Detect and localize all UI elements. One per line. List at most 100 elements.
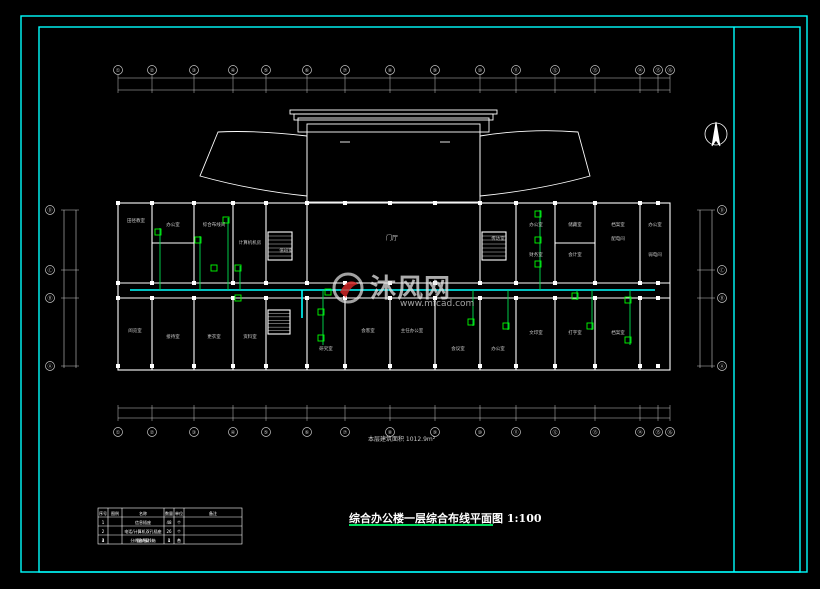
- axis-bubble-bottom: ⑧: [385, 427, 395, 437]
- room-label-upper: 办公室: [648, 221, 662, 228]
- info-outlet: [154, 228, 162, 236]
- axis-bubble-top: ⑥: [302, 65, 312, 75]
- room-label-upper: 传达室: [491, 235, 505, 242]
- column: [433, 281, 437, 285]
- room-label-upper: 综合布线间: [203, 221, 226, 228]
- info-outlet: [324, 288, 332, 296]
- svg-text:Ⓒ: Ⓒ: [47, 267, 52, 274]
- watermark-logo-icon: [332, 272, 364, 304]
- legend-cell: 台: [177, 537, 181, 543]
- drawing-frame: [20, 15, 808, 573]
- column: [231, 201, 235, 205]
- svg-text:Ⓑ: Ⓑ: [47, 295, 52, 302]
- floor-area-note: 本层建筑面积 1012.9m²: [368, 436, 436, 443]
- column: [478, 201, 482, 205]
- svg-text:⑮: ⑮: [655, 67, 660, 74]
- legend-cell: 个: [177, 538, 181, 543]
- svg-text:⑥: ⑥: [305, 430, 310, 436]
- legend-cell: 4: [168, 538, 171, 543]
- room-label-lower: 资料室: [243, 333, 257, 340]
- axis-bubble-left: Ⓑ: [45, 293, 55, 303]
- info-outlet: [194, 236, 202, 244]
- axis-bubble-top: ⑩: [475, 65, 485, 75]
- info-outlet: [586, 322, 594, 330]
- column: [388, 296, 392, 300]
- svg-text:⑫: ⑫: [552, 429, 557, 436]
- room-label-lower: 会议室: [451, 345, 465, 352]
- svg-text:⑨: ⑨: [433, 68, 437, 74]
- svg-text:⑯: ⑯: [667, 67, 672, 74]
- building-walls: [117, 202, 671, 371]
- legend-header: 数量: [165, 510, 173, 516]
- column: [593, 296, 597, 300]
- axis-bubble-bottom: ⑦: [340, 427, 350, 437]
- info-outlet: [624, 296, 632, 304]
- info-outlet: [210, 264, 218, 272]
- room-label-upper: 档案室: [611, 221, 625, 228]
- room-label-upper: 储藏室: [568, 221, 582, 228]
- column: [231, 296, 235, 300]
- column: [593, 281, 597, 285]
- structural-columns: [116, 201, 660, 368]
- room-label-upper: 办公室: [166, 221, 180, 228]
- column: [593, 364, 597, 368]
- room-label-lower: 更衣室: [207, 333, 221, 340]
- column: [305, 296, 309, 300]
- legend-cell: 电话/计算机双孔插座: [124, 528, 161, 534]
- room-label-lower: 主任办公室: [401, 327, 424, 334]
- column: [116, 296, 120, 300]
- svg-text:④: ④: [231, 68, 236, 74]
- svg-text:Ⓐ: Ⓐ: [47, 363, 52, 370]
- room-label-lower: 会客室: [361, 327, 375, 334]
- column: [150, 296, 154, 300]
- axis-bubble-bottom: ⑥: [302, 427, 312, 437]
- column: [478, 364, 482, 368]
- svg-text:⑭: ⑭: [637, 67, 642, 74]
- column: [116, 281, 120, 285]
- axis-bubble-top: ⑬: [590, 65, 600, 75]
- axis-bubble-top: ⑭: [635, 65, 645, 75]
- info-outlet: [234, 294, 242, 302]
- axis-bubble-bottom: ⑨: [430, 427, 440, 437]
- room-label-lower: 接待室: [166, 333, 180, 340]
- column: [514, 364, 518, 368]
- svg-text:⑬: ⑬: [592, 429, 597, 436]
- column: [343, 364, 347, 368]
- column: [150, 281, 154, 285]
- svg-text:①: ①: [116, 430, 121, 436]
- inner-frame: [38, 26, 801, 573]
- axis-bubble-bottom: ⑤: [261, 427, 271, 437]
- column: [264, 201, 268, 205]
- room-label-lower: 阅览室: [128, 327, 142, 334]
- info-outlet: [222, 216, 230, 224]
- column: [478, 296, 482, 300]
- info-outlet: [534, 260, 542, 268]
- svg-text:⑮: ⑮: [655, 429, 660, 436]
- room-label-upper: 田径教室: [127, 217, 145, 224]
- column: [478, 281, 482, 285]
- axis-bubble-top: ③: [189, 65, 199, 75]
- svg-text:⑥: ⑥: [305, 68, 310, 74]
- entrance-canopy: [199, 109, 591, 203]
- column: [305, 281, 309, 285]
- info-outlet: [317, 334, 325, 342]
- dimension-ticks: [61, 75, 715, 421]
- column: [150, 364, 154, 368]
- column: [343, 201, 347, 205]
- axis-bubble-top: ⑫: [550, 65, 560, 75]
- legend-header: 序号: [99, 510, 107, 516]
- legend-header: 名称: [139, 510, 147, 516]
- legend-cell: 4: [102, 538, 105, 543]
- information-outlets: [154, 210, 632, 344]
- title-underline: [349, 524, 493, 526]
- column: [514, 201, 518, 205]
- axis-bubble-right: Ⓓ: [717, 205, 727, 215]
- svg-text:⑪: ⑪: [513, 67, 518, 74]
- column: [638, 364, 642, 368]
- svg-text:⑤: ⑤: [264, 430, 268, 436]
- column: [553, 201, 557, 205]
- axis-bubble-left: Ⓒ: [45, 265, 55, 275]
- room-label-lower: 档案室: [611, 329, 625, 336]
- legend-table: [97, 507, 243, 545]
